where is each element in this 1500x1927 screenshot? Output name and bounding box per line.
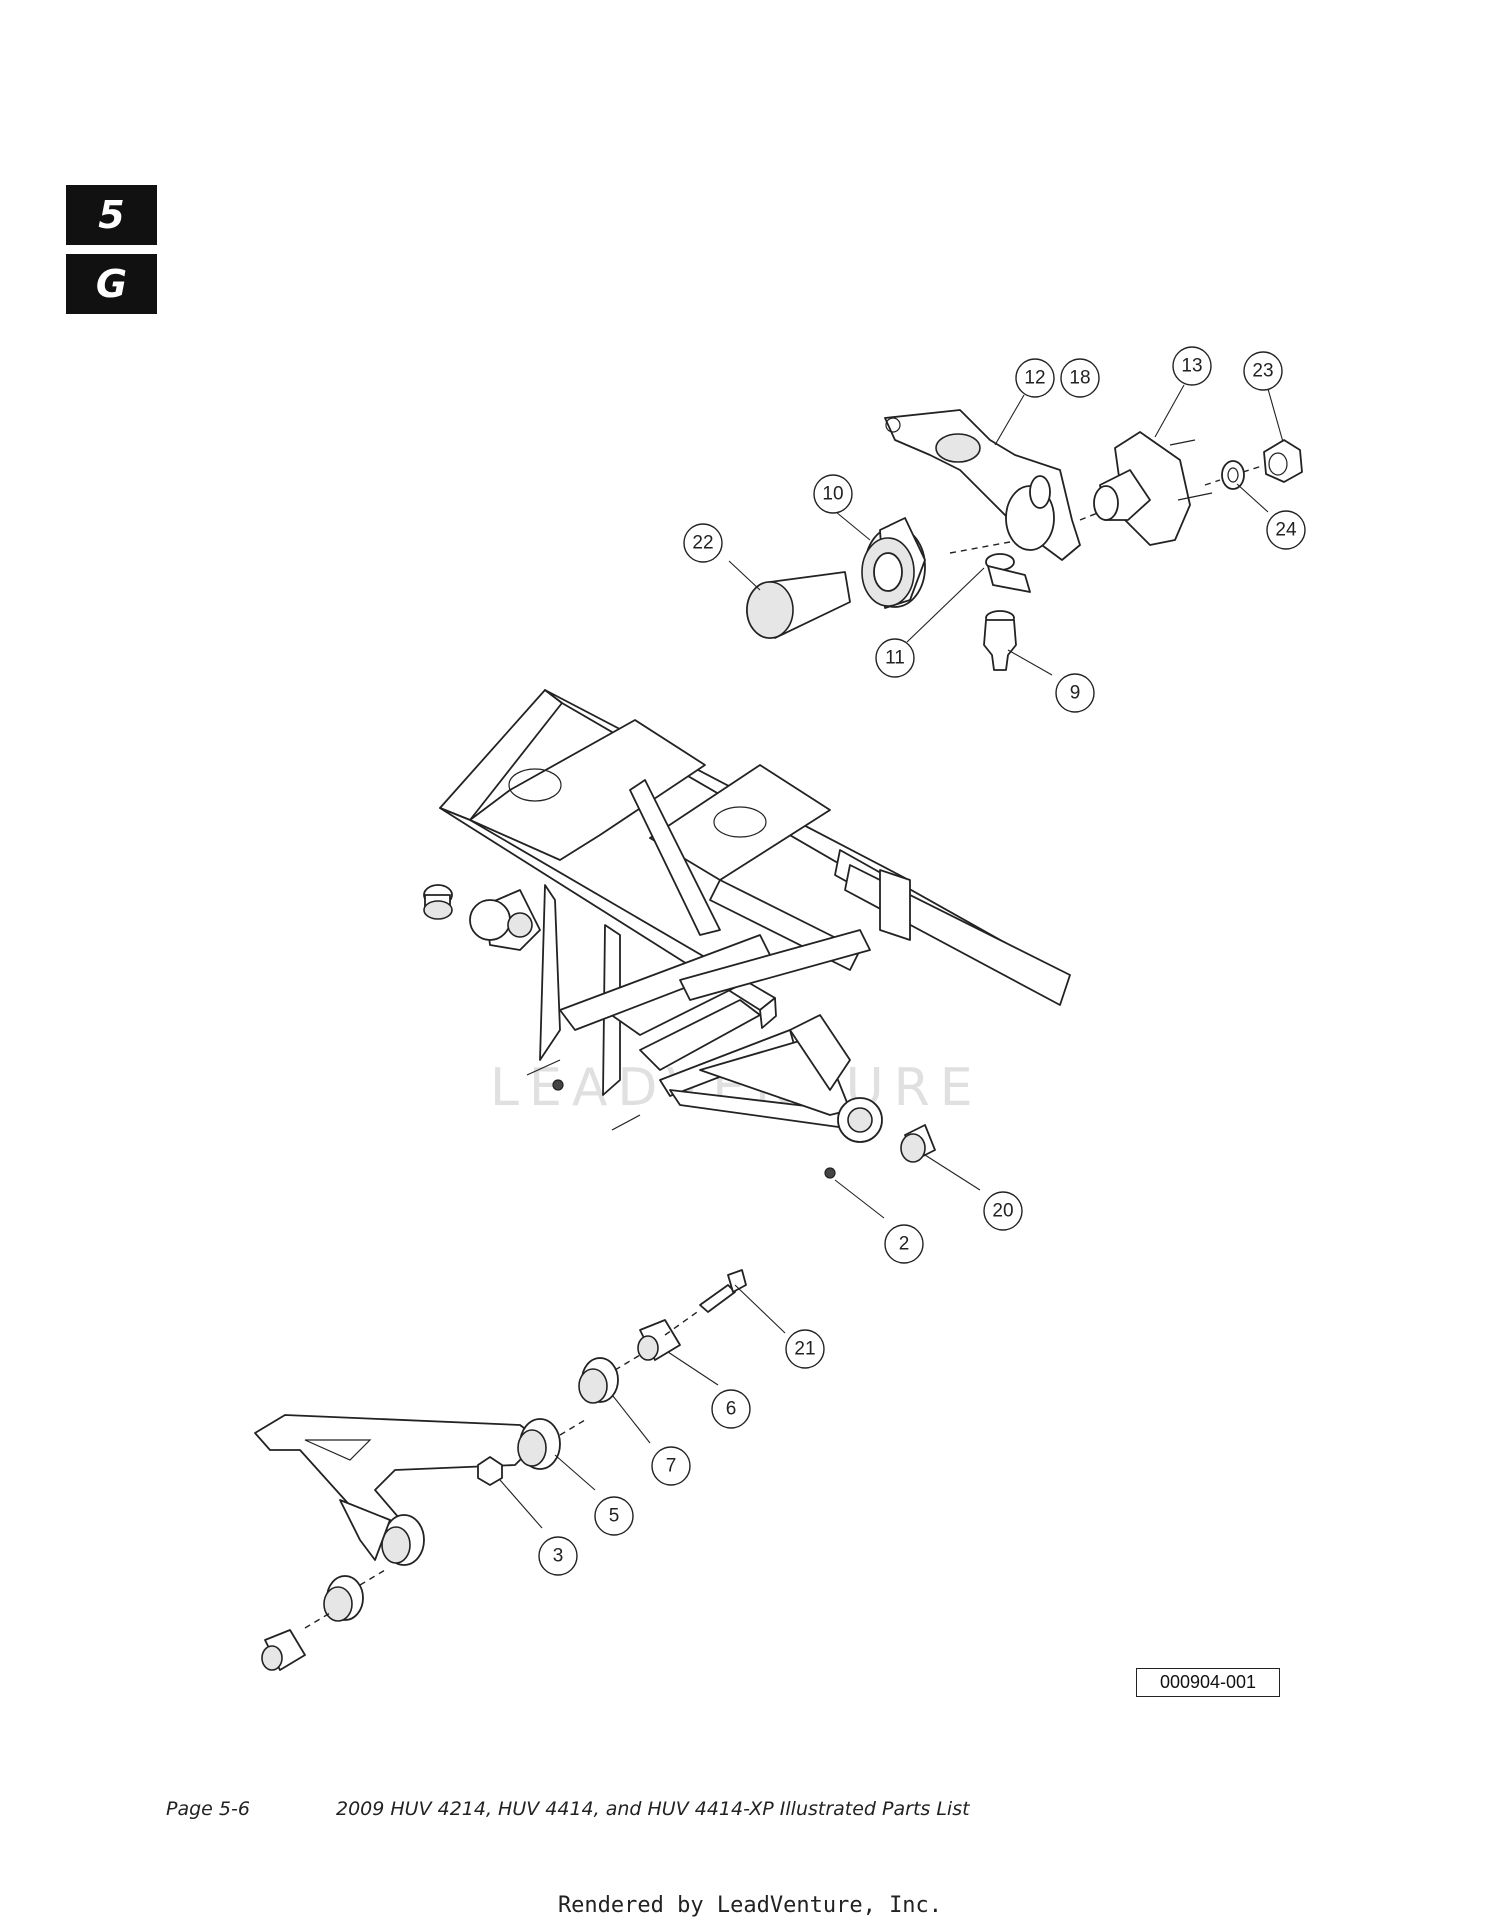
leader-lines <box>499 384 1284 1529</box>
callout-11: 11 <box>875 638 915 678</box>
callout-3: 3 <box>538 1536 578 1576</box>
callout-20: 20 <box>983 1191 1023 1231</box>
dust-cap-22 <box>746 571 851 639</box>
svg-text:2: 2 <box>899 1234 910 1255</box>
svg-text:3: 3 <box>553 1546 564 1567</box>
callout-23: 23 <box>1243 351 1283 391</box>
frame-assembly <box>423 689 1071 1179</box>
svg-text:18: 18 <box>1069 368 1090 389</box>
callout-24: 24 <box>1266 510 1306 550</box>
callout-6: 6 <box>711 1389 751 1429</box>
svg-text:24: 24 <box>1275 520 1297 541</box>
bushing-lower <box>323 1575 364 1622</box>
svg-text:9: 9 <box>1070 683 1081 704</box>
svg-text:23: 23 <box>1252 361 1273 382</box>
callout-9: 9 <box>1055 673 1095 713</box>
svg-text:7: 7 <box>666 1456 677 1477</box>
sleeve-lower <box>261 1629 306 1671</box>
washer-24 <box>1221 460 1245 490</box>
callout-10: 10 <box>813 474 853 514</box>
svg-text:21: 21 <box>794 1339 815 1360</box>
bushing-7 <box>578 1357 619 1404</box>
ball-joint-9 <box>983 610 1017 671</box>
svg-text:20: 20 <box>992 1201 1013 1222</box>
footer-page-number: Page 5-6 <box>166 1798 250 1820</box>
subsection-tab: G <box>66 254 157 314</box>
section-tab: 5 <box>66 185 157 245</box>
callout-5: 5 <box>594 1496 634 1536</box>
svg-text:22: 22 <box>692 533 713 554</box>
rendered-by-credit: Rendered by LeadVenture, Inc. <box>557 1893 943 1918</box>
callout-2: 2 <box>884 1224 924 1264</box>
svg-text:6: 6 <box>726 1399 737 1420</box>
callout-7: 7 <box>651 1446 691 1486</box>
bushing-20 <box>900 1124 936 1163</box>
lower-control-arm <box>254 1414 561 1566</box>
nut-3 <box>477 1456 503 1486</box>
nut-23 <box>1263 439 1303 483</box>
callout-12: 12 <box>1015 358 1055 398</box>
svg-text:12: 12 <box>1024 368 1045 389</box>
footer-document-title: 2009 HUV 4214, HUV 4414, and HUV 4414-XP… <box>336 1798 970 1820</box>
svg-text:13: 13 <box>1181 356 1202 377</box>
sleeve-6 <box>637 1319 681 1361</box>
svg-text:11: 11 <box>885 648 905 669</box>
svg-text:10: 10 <box>822 484 843 505</box>
callout-13: 13 <box>1172 346 1212 386</box>
figure-reference-number: 000904-001 <box>1136 1668 1280 1697</box>
seal-11 <box>985 553 1031 593</box>
callout-18: 18 <box>1060 358 1100 398</box>
bearing-10 <box>861 517 926 609</box>
hub-flange <box>1093 431 1213 546</box>
callout-21: 21 <box>785 1329 825 1369</box>
bolt-21 <box>699 1269 747 1313</box>
callout-22: 22 <box>683 523 723 563</box>
svg-text:5: 5 <box>609 1506 620 1527</box>
steering-spindle <box>884 409 1081 561</box>
